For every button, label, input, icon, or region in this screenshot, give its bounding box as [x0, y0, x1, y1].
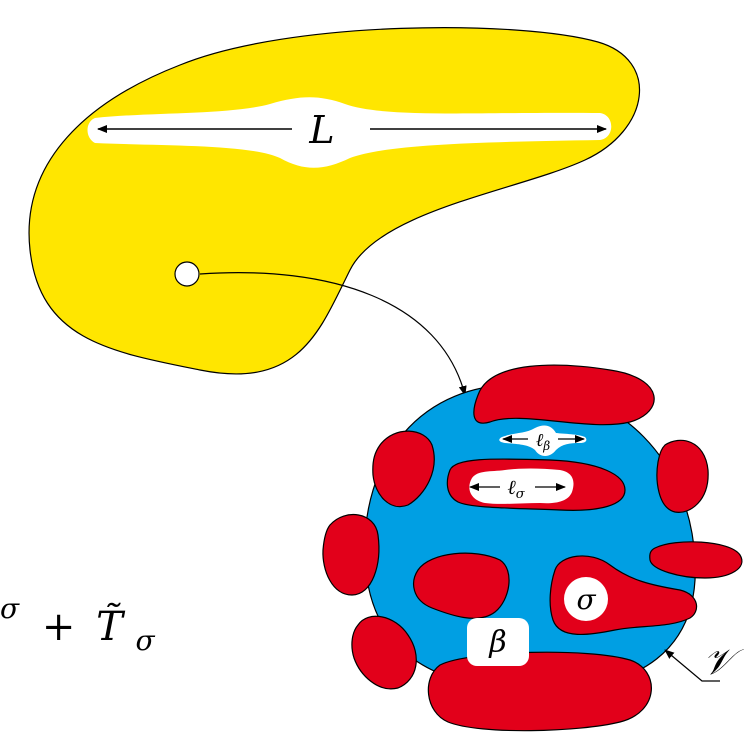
sigma-inclusion-right-upper	[657, 440, 708, 512]
sigma-inclusion-bottom	[428, 652, 651, 730]
sigma-inclusion-left-middle	[323, 515, 379, 595]
beta-phase-label: β	[488, 625, 506, 660]
equation-fragment: σ + T̃ σ	[0, 582, 155, 657]
sigma-phase-label: σ	[576, 583, 596, 616]
macro-length-label: L	[308, 108, 334, 152]
macro-point	[175, 262, 199, 286]
sigma-inclusion-top	[474, 365, 654, 425]
macro-domain	[29, 28, 639, 374]
volume-label: 𝒱	[703, 642, 744, 683]
